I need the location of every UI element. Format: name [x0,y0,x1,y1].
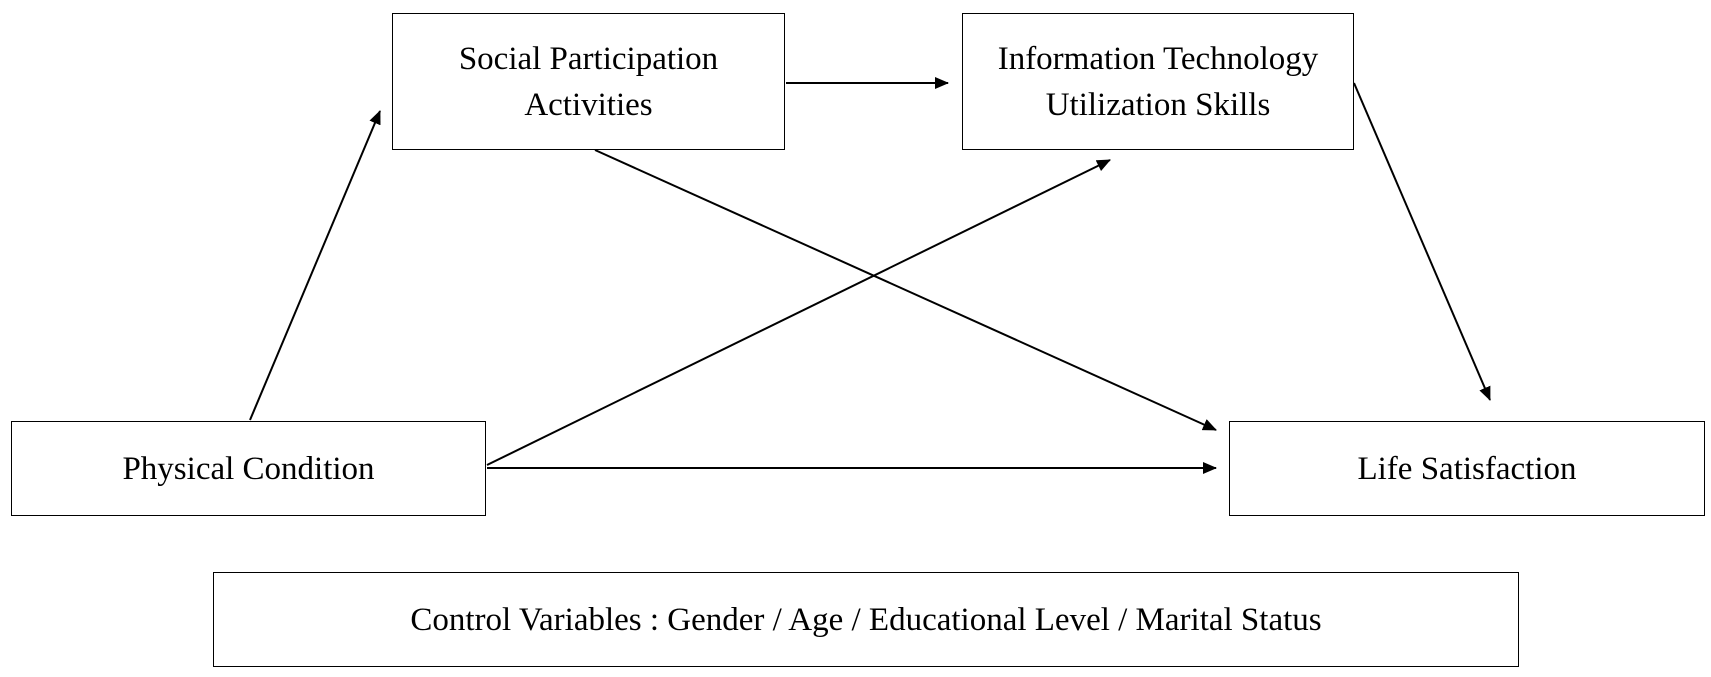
node-label-line: Physical Condition [122,450,375,487]
arrow-social-to-life [594,149,1217,431]
node-label: Physical Condition [122,446,374,492]
node-label-line: Utilization Skills [1045,86,1271,123]
node-label-line: Control Variables : Gender / Age / Educa… [410,601,1322,638]
node-life-satisfaction: Life Satisfaction [1229,421,1705,516]
node-label: Control Variables : Gender / Age / Educa… [410,597,1321,643]
node-physical-condition: Physical Condition [11,421,486,516]
node-label-line: Activities [524,86,653,123]
node-label: Social Participation Activities [459,36,718,128]
node-social-participation-activities: Social Participation Activities [392,13,785,150]
node-label-line: Life Satisfaction [1357,450,1577,487]
node-control-variables: Control Variables : Gender / Age / Educa… [213,572,1519,667]
node-label-line: Information Technology [997,40,1319,77]
node-information-technology-utilization-skills: Information Technology Utilization Skill… [962,13,1354,150]
node-label: Life Satisfaction [1357,446,1576,492]
arrow-physical-to-social [249,110,381,421]
arrow-info-to-life [1353,82,1491,401]
arrow-physical-to-info [486,159,1111,466]
node-label-line: Social Participation [458,40,719,77]
node-label: Information Technology Utilization Skill… [998,36,1319,128]
